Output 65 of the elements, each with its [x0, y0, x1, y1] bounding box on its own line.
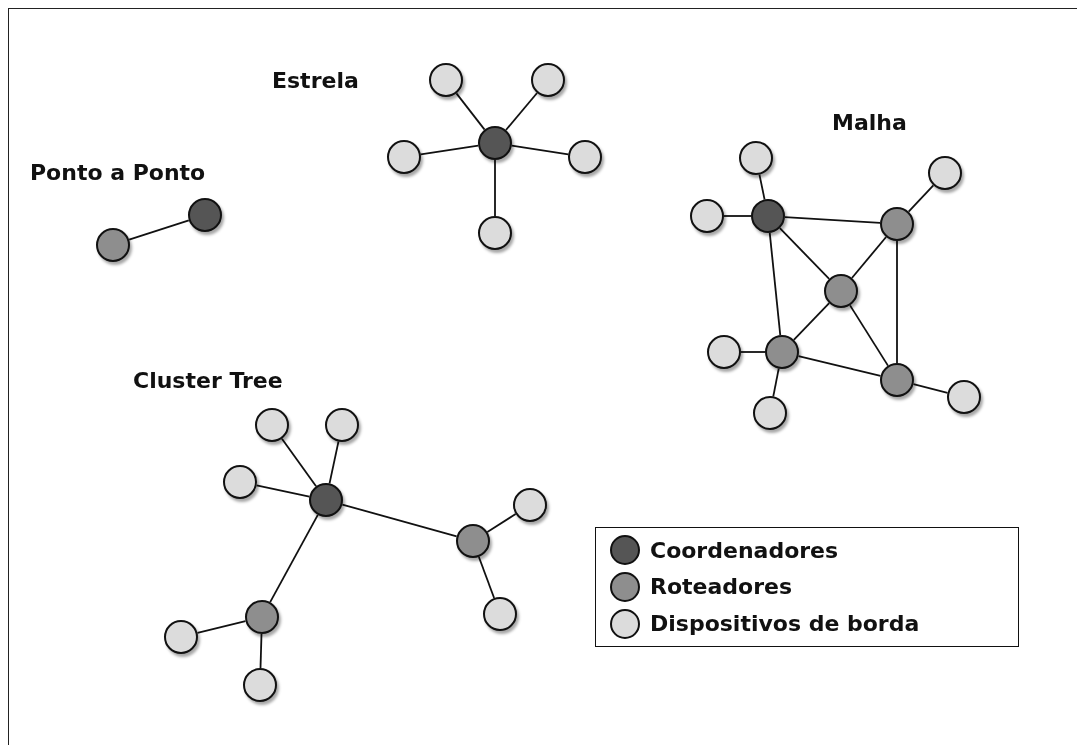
connection-line [419, 144, 480, 156]
device-node [690, 199, 724, 233]
router-node [880, 363, 914, 397]
connection-line [486, 513, 517, 533]
router-node [245, 600, 279, 634]
device-node [164, 620, 198, 654]
connection-line [478, 556, 495, 599]
connection-line [505, 92, 538, 131]
legend-label: Roteadores [650, 574, 793, 600]
connection-line [328, 440, 340, 485]
connection-line [851, 236, 887, 279]
device-node [513, 488, 547, 522]
connection-line [494, 159, 496, 217]
coordinator-node [751, 199, 785, 233]
connection-line [455, 92, 486, 131]
device-node [928, 156, 962, 190]
connection-line [740, 351, 766, 353]
connection-line [792, 302, 831, 341]
connection-line [912, 383, 949, 394]
connection-line [723, 215, 752, 217]
topology-title: Estrela [272, 68, 359, 93]
topology-title: Cluster Tree [133, 368, 283, 393]
connection-line [768, 232, 782, 336]
coordinator-node [478, 126, 512, 160]
topology-title: Ponto a Ponto [30, 160, 206, 185]
connection-line [281, 437, 317, 488]
legend-label: Coordenadores [650, 537, 839, 563]
connection-line [797, 355, 882, 377]
router-node [456, 524, 490, 558]
device-node [531, 63, 565, 97]
device-node [947, 380, 981, 414]
connection-line [196, 620, 247, 634]
device-node [387, 140, 421, 174]
connection-line [849, 304, 889, 367]
device-node [478, 216, 512, 250]
device-node [223, 465, 257, 499]
device-node [325, 408, 359, 442]
device-node [568, 140, 602, 174]
connection-line [907, 184, 935, 213]
coordinator-node [188, 198, 222, 232]
connection-line [259, 633, 263, 669]
connection-line [784, 216, 881, 224]
device-node [707, 335, 741, 369]
connection-line [510, 144, 570, 156]
connection-line [341, 503, 458, 538]
router-node [880, 207, 914, 241]
device-node [483, 597, 517, 631]
connection-line [772, 367, 780, 398]
router-node [824, 274, 858, 308]
connection-line [758, 173, 766, 201]
connection-line [128, 219, 190, 241]
router-node [765, 335, 799, 369]
connection-line [255, 484, 311, 498]
device-node [243, 668, 277, 702]
device-node [753, 396, 787, 430]
device-node [739, 141, 773, 175]
router-node [96, 228, 130, 262]
connection-line [778, 227, 831, 280]
topology-title: Malha [832, 110, 907, 135]
connection-line [896, 240, 898, 364]
connection-line [269, 514, 319, 603]
legend-label: Dispositivos de borda [650, 611, 920, 637]
device-node [255, 408, 289, 442]
device-node [429, 63, 463, 97]
coordinator-node [309, 483, 343, 517]
